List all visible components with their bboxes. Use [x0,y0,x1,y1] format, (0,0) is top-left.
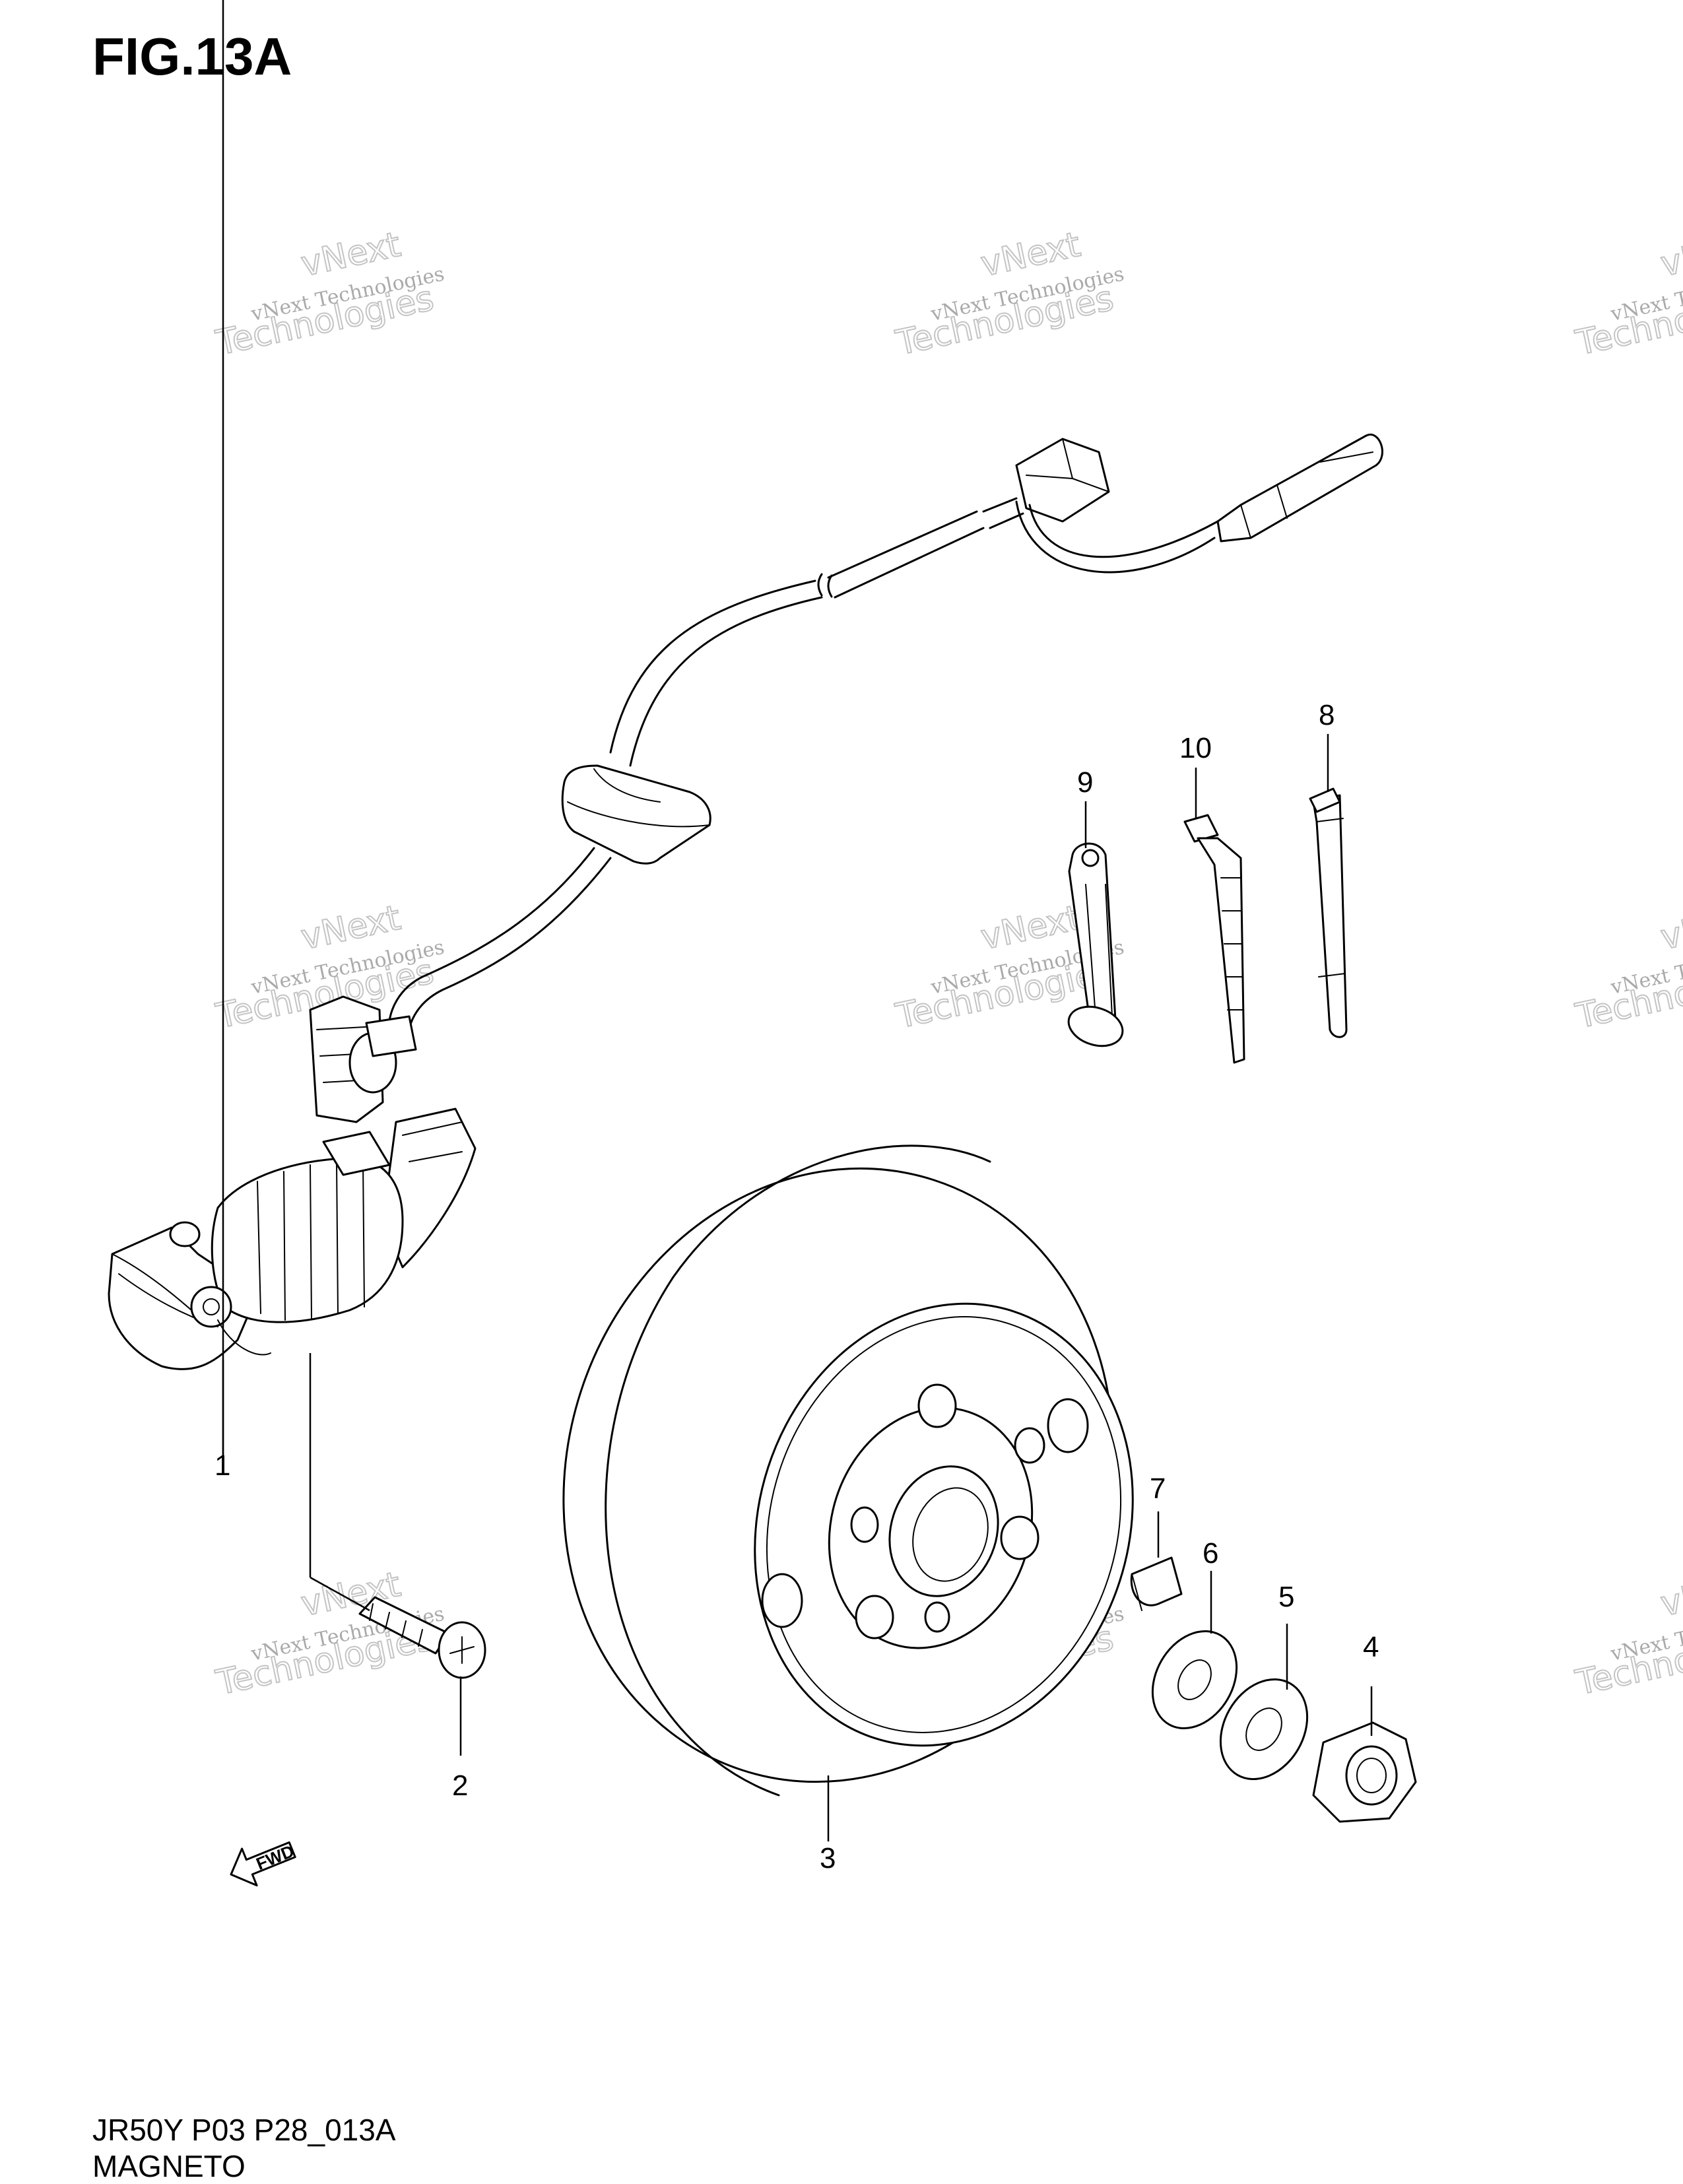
fwd-arrow-icon: FWD [230,1841,297,1887]
callout-5: 5 [1278,1581,1294,1613]
tie-wrap [1183,814,1245,1064]
figure-title: FIG.13A [92,27,292,86]
callout-7: 7 [1150,1473,1166,1505]
svg-text:vNext: vNext [1657,1565,1683,1624]
watermark-tile-6: Technologies vNext vNext Technologies [1571,898,1683,1038]
wire-clamp [1067,842,1124,1047]
pulser-coil [108,995,477,1370]
callout-10: 10 [1179,732,1212,764]
wire-terminal [1216,433,1383,543]
leader-lines [222,0,1373,1841]
flywheel-rotor [562,1144,1134,1797]
screw [358,1596,486,1679]
woodruff-key [1130,1556,1183,1611]
callout-8: 8 [1319,699,1335,731]
callout-2: 2 [452,1770,468,1802]
figure-code: JR50Y P03 P28_013A [92,2113,396,2147]
spring-washer [1151,1630,1238,1730]
callout-9: 9 [1077,766,1093,799]
callout-4: 4 [1363,1631,1379,1663]
watermark-tile-2: Technologies vNext vNext Technologies [892,224,1126,364]
nut [1312,1721,1417,1823]
svg-text:FWD: FWD [253,1841,297,1874]
svg-text:vNext: vNext [1657,898,1683,958]
callout-6: 6 [1203,1537,1218,1570]
callout-1: 1 [214,1449,230,1482]
wire-grommet [561,764,711,865]
callout-3: 3 [820,1842,836,1874]
svg-text:vNext: vNext [1657,225,1683,284]
figure-name: MAGNETO [92,2149,246,2183]
watermark-tile-9: Technologies vNext vNext Technologies [1571,1564,1683,1704]
watermark-tile-1: Technologies vNext vNext Technologies [212,224,446,364]
watermark-tile-3: Technologies vNext vNext Technologies [1571,224,1683,364]
clamp-band [1309,787,1348,1038]
wire-harness [387,433,1383,1044]
washer [1219,1678,1309,1780]
